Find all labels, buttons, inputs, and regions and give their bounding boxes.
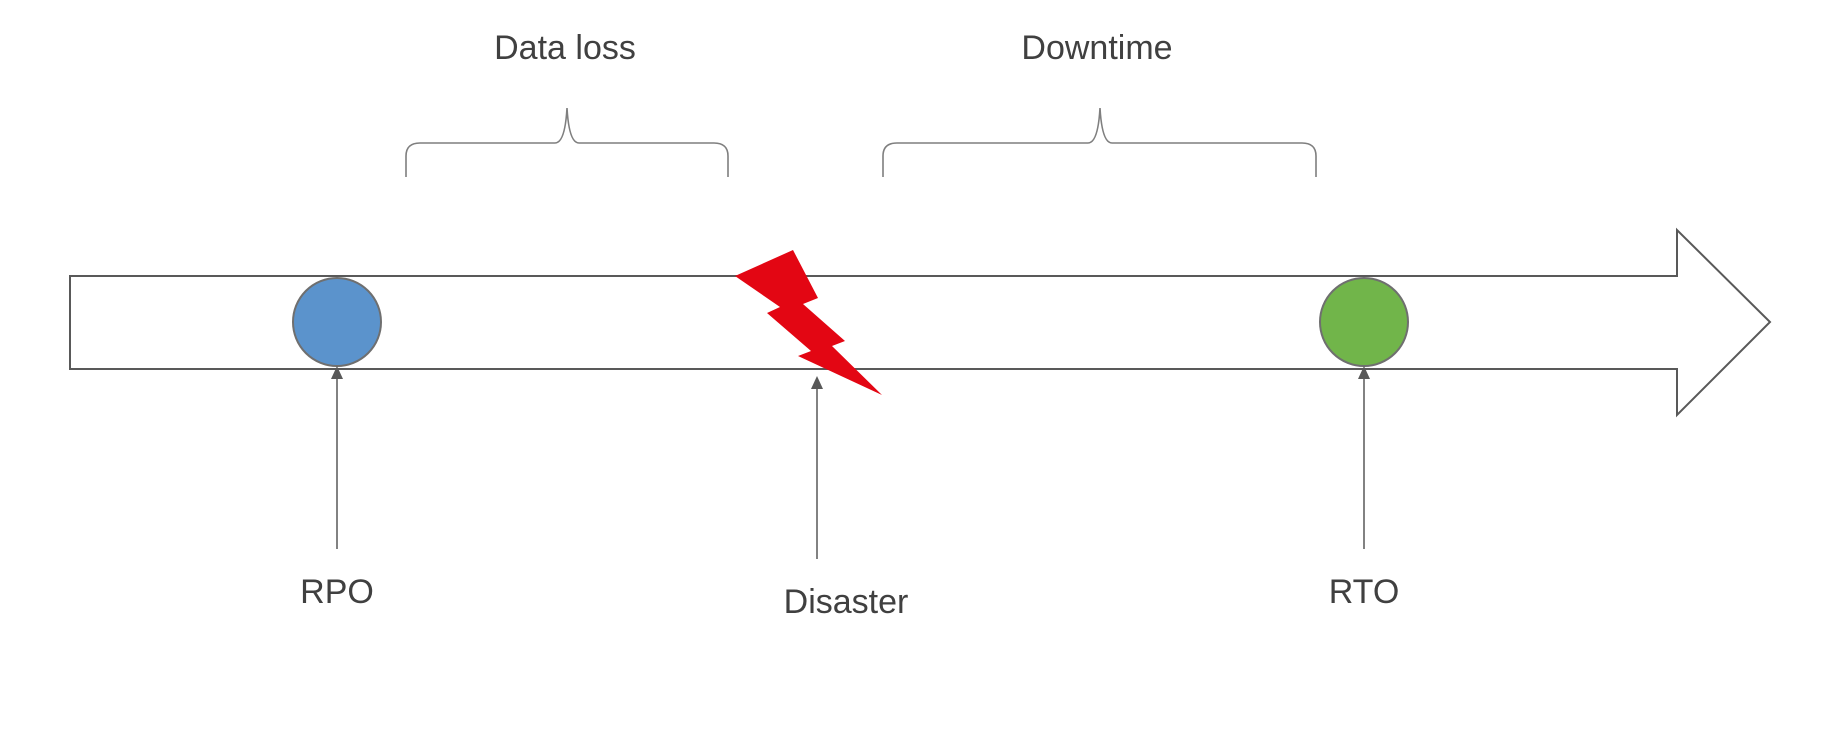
rpo-pointer-arrow <box>331 366 343 549</box>
data-loss-label: Data loss <box>494 29 636 67</box>
rto-point <box>1319 277 1409 367</box>
disaster-label: Disaster <box>784 583 909 621</box>
disaster-pointer-arrow <box>811 376 823 559</box>
lightning-bolt-icon <box>735 250 882 395</box>
rpo-label: RPO <box>300 573 374 611</box>
downtime-label: Downtime <box>1021 29 1172 67</box>
rpo-point <box>292 277 382 367</box>
rto-label: RTO <box>1329 573 1400 611</box>
downtime-brace <box>882 107 1317 177</box>
rto-pointer-arrow <box>1358 366 1370 549</box>
data-loss-brace <box>405 107 729 177</box>
